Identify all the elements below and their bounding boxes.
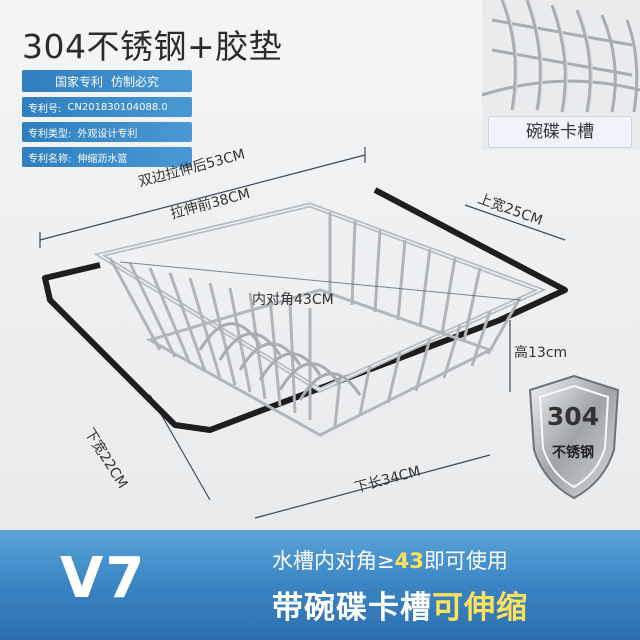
banner-line-2-pre: 带碗碟卡槽	[272, 590, 432, 626]
banner-line-2: 带碗碟卡槽可伸缩	[272, 582, 528, 627]
shield-number: 304	[546, 402, 600, 431]
bottom-banner	[0, 530, 640, 640]
patent-number-value: CN201830104088.0	[67, 101, 168, 113]
patent-number-label: 专利号:	[28, 103, 62, 115]
inset-label: 碗碟卡槽	[488, 116, 632, 148]
patent-name-value: 伸缩沥水篮	[77, 153, 128, 165]
basket-illustration	[39, 147, 568, 519]
model-name: V7	[60, 546, 147, 611]
banner-line-1: 水槽内对角≥43即可使用	[272, 545, 508, 575]
banner-line-1-num: 43	[394, 549, 424, 573]
banner-line-2-highlight: 可伸缩	[432, 590, 528, 626]
patent-row-type: 专利类型: 外观设计专利	[22, 122, 192, 142]
patent-row-name: 专利名称: 伸缩沥水篮	[22, 147, 192, 167]
dim-height: 高13cm	[514, 345, 568, 361]
patent-name-label: 专利名称:	[28, 153, 72, 165]
shield-icon	[528, 374, 620, 500]
patent-row-number: 专利号: CN201830104088.0	[22, 97, 192, 117]
shield-material: 不锈钢	[552, 445, 594, 461]
product-title: 304不锈钢+胶垫	[22, 27, 283, 66]
patent-info: 国家专利 仿制必究 专利号: CN201830104088.0 专利类型: 外观…	[22, 70, 192, 172]
patent-header: 国家专利 仿制必究	[22, 70, 192, 92]
patent-header-left: 国家专利	[54, 74, 103, 89]
banner-line-1-post: 即可使用	[423, 549, 508, 573]
patent-type-label: 专利类型:	[28, 128, 72, 140]
patent-type-value: 外观设计专利	[77, 128, 138, 140]
dim-diagonal: 内对角43CM	[252, 292, 334, 308]
banner-line-1-pre: 水槽内对角≥	[272, 549, 395, 573]
patent-header-right: 仿制必究	[111, 74, 160, 89]
